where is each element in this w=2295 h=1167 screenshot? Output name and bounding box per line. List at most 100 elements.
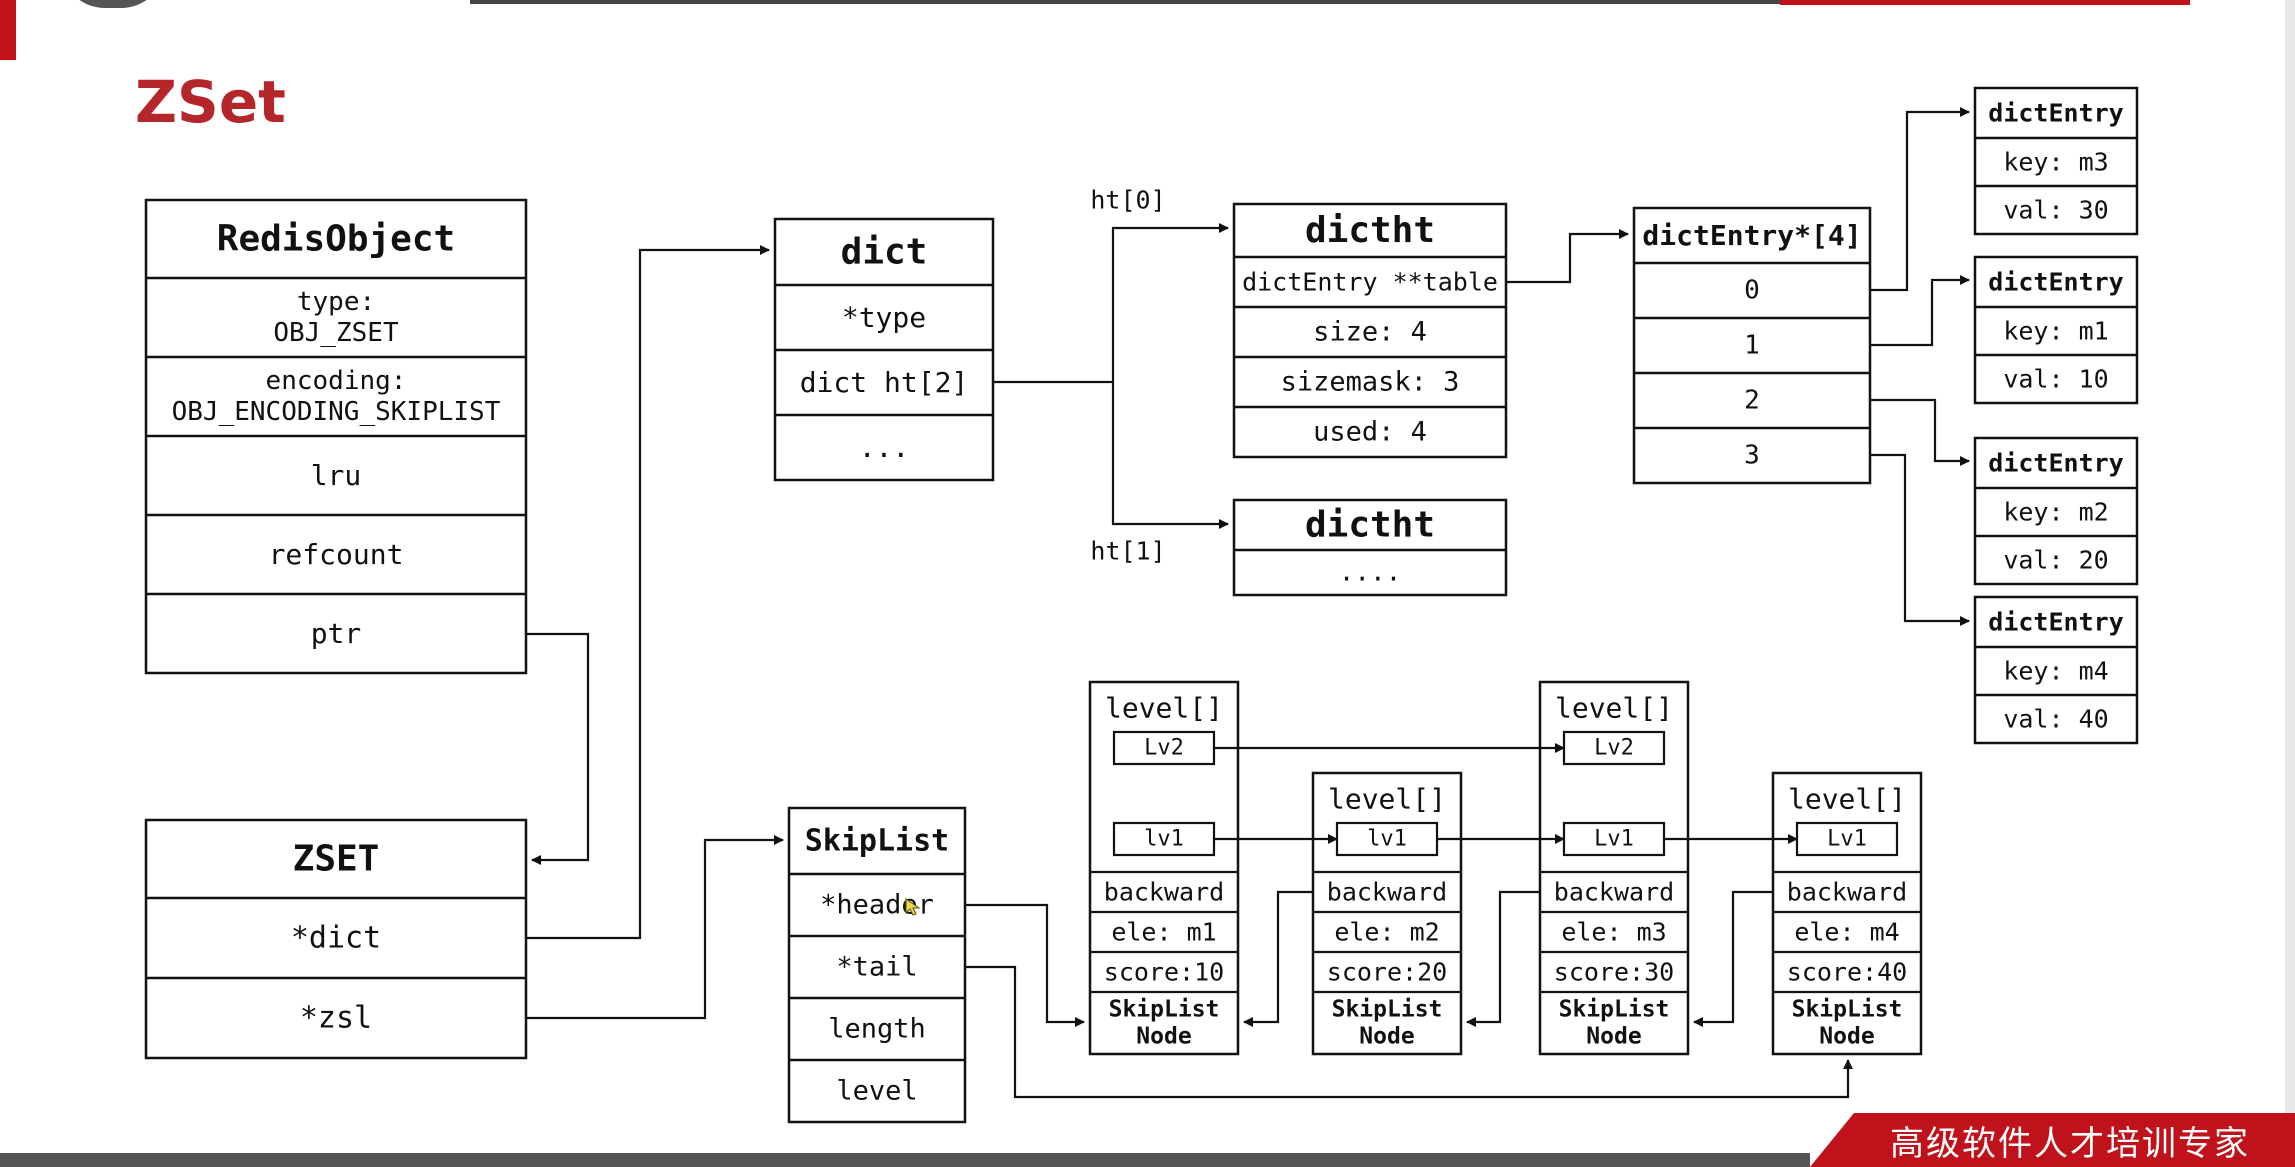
node-field: ele: m1 (1111, 918, 1216, 947)
ht1-label: ht[1] (1090, 537, 1165, 566)
zset-header: ZSET (293, 839, 380, 880)
zset-box: ZSET *dict *zsl (144, 818, 528, 1060)
dict-entry-header: dictEntry (1988, 268, 2123, 297)
dict-header: dict (841, 232, 928, 273)
table-slot-0: 0 (1744, 276, 1760, 306)
level-label: level[] (1788, 783, 1906, 816)
top-rule-accent (1780, 0, 2190, 5)
node-field: backward (1327, 878, 1447, 907)
node-field: score:10 (1104, 958, 1224, 987)
footer-bar (0, 1153, 1810, 1167)
entry-val: val: 40 (2003, 705, 2108, 734)
field-encoding: OBJ_ENCODING_SKIPLIST (172, 397, 501, 427)
node-field: ele: m3 (1561, 918, 1666, 947)
node-footer: Node (1136, 1024, 1191, 1050)
slot2-arrow (1870, 398, 1970, 466)
field-zsl: *zsl (300, 1001, 372, 1036)
field-ptr: ptr (311, 617, 362, 650)
slot0-arrow (1870, 107, 1970, 292)
node-footer: Node (1586, 1024, 1641, 1050)
skiplist-header: SkipList (805, 824, 950, 859)
ht0-arrow (1111, 223, 1229, 382)
field-level: level (836, 1076, 917, 1107)
table-slot-1: 1 (1744, 331, 1760, 361)
dict-ptr-arrow (526, 245, 770, 940)
node-field: backward (1554, 878, 1674, 907)
entry-val: val: 20 (2003, 546, 2108, 575)
level-label: level[] (1105, 692, 1223, 725)
footer-banner (1810, 1113, 2295, 1167)
slot3-arrow (1870, 453, 1970, 626)
node-footer: SkipList (1109, 996, 1220, 1022)
table-slot-3: 3 (1744, 441, 1760, 471)
table-ptr-arrow (1506, 229, 1629, 284)
redis-object-box: RedisObjecttype:OBJ_ZSETencoding:OBJ_ENC… (144, 198, 528, 675)
dict-entry-header: dictEntry (1988, 99, 2123, 128)
zsl-ptr-arrow (526, 835, 784, 1020)
field-dict: *dict (291, 921, 381, 956)
field-size: size: 4 (1313, 317, 1427, 348)
node-field: ele: m4 (1794, 918, 1899, 947)
level-slot-label: Lv2 (1144, 736, 1184, 761)
field-type: type: (297, 287, 375, 317)
field-dict-ht: dict ht[2] (800, 366, 969, 399)
entry-key: key: m4 (2003, 657, 2108, 686)
header-ptr-arrow (965, 903, 1085, 1027)
node-footer: SkipList (1559, 996, 1670, 1022)
dictht1-header: dictht (1305, 505, 1435, 546)
node-field: score:20 (1327, 958, 1447, 987)
redis-object-header: RedisObject (217, 219, 455, 260)
node-footer: SkipList (1792, 996, 1903, 1022)
slot1-arrow (1870, 275, 1970, 347)
field-ellipsis: .... (1339, 558, 1402, 588)
field-refcount: refcount (269, 538, 404, 571)
backward-arrow-3 (1466, 890, 1540, 1027)
ht0-label: ht[0] (1090, 186, 1165, 215)
node-field: backward (1104, 878, 1224, 907)
node-footer: Node (1819, 1024, 1874, 1050)
mouse-cursor-icon (904, 897, 924, 917)
table-header: dictEntry*[4] (1642, 219, 1861, 252)
field-used: used: 4 (1313, 417, 1427, 448)
entry-val: val: 30 (2003, 196, 2108, 225)
node-footer: Node (1359, 1024, 1414, 1050)
level-slot-label: Lv1 (1827, 827, 1867, 852)
top-rule (470, 0, 1780, 4)
backward-arrow-2 (1243, 890, 1313, 1027)
node-field: score:30 (1554, 958, 1674, 987)
backward-arrow-4 (1693, 890, 1773, 1027)
field-table: dictEntry **table (1242, 268, 1498, 297)
footer-text: 高级软件人才培训专家 (1890, 1124, 2250, 1164)
level-slot (1562, 730, 1666, 766)
field-length: length (828, 1014, 926, 1045)
field-sizemask: sizemask: 3 (1281, 367, 1460, 398)
field-type: OBJ_ZSET (273, 318, 399, 348)
entry-key: key: m2 (2003, 498, 2108, 527)
dictht1-box: dictht.... (1232, 498, 1508, 597)
field-ellipsis: ... (859, 431, 910, 464)
level-slot-label: lv1 (1367, 827, 1407, 852)
field-type-ptr: *type (842, 301, 926, 334)
tail-ptr-arrow (965, 965, 1853, 1099)
node-field: backward (1787, 878, 1907, 907)
node-field: ele: m2 (1334, 918, 1439, 947)
ptr-to-zset-arrow (526, 632, 590, 865)
right-edge (2285, 0, 2295, 1113)
ht1-arrow (1111, 382, 1229, 529)
slide-title: ZSet (135, 68, 286, 136)
level-slot (1335, 821, 1439, 857)
level-label: level[] (1555, 692, 1673, 725)
level-slot-label: Lv2 (1594, 736, 1634, 761)
field-lru: lru (311, 459, 362, 492)
node-footer: SkipList (1332, 996, 1443, 1022)
